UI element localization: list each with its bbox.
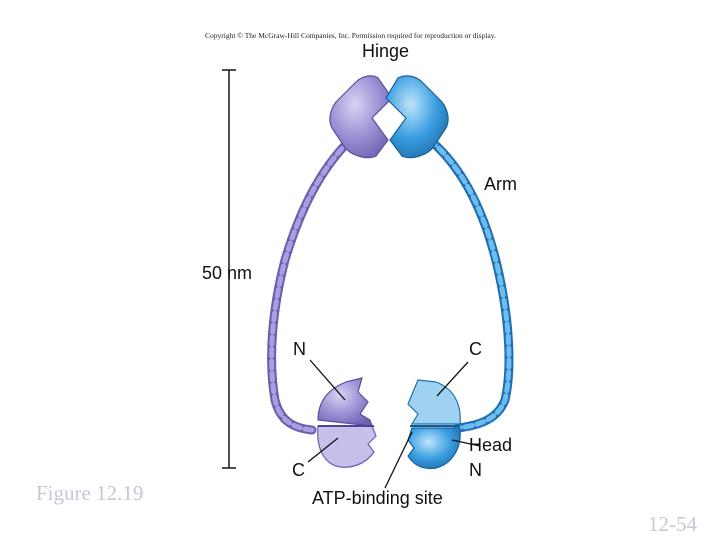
copyright-notice: Copyright © The McGraw-Hill Companies, I… (205, 31, 496, 40)
right-head-domain (407, 379, 461, 470)
hinge-purple-domain (329, 75, 393, 159)
right-arm-coiled-coil (425, 135, 514, 433)
hinge-blue-domain (385, 75, 449, 159)
n-terminus-right-label: N (469, 460, 482, 480)
arm-label: Arm (484, 174, 517, 194)
n-terminus-left-label: N (293, 339, 306, 359)
c-terminus-right-label: C (469, 339, 482, 359)
head-label: Head (469, 435, 513, 455)
left-arm-coiled-coil (267, 135, 355, 435)
scale-bar (222, 69, 236, 469)
slide-number: 12-54 (648, 512, 697, 536)
figure-label: Figure 12.19 (36, 481, 144, 505)
hinge-label: Hinge (362, 41, 410, 61)
c-terminus-left-label: C (292, 460, 305, 480)
atp-binding-site-label: ATP-binding site (312, 488, 443, 508)
scale-label: 50 nm (202, 263, 253, 283)
left-head-domain (317, 377, 377, 468)
leader-lines (307, 359, 481, 489)
